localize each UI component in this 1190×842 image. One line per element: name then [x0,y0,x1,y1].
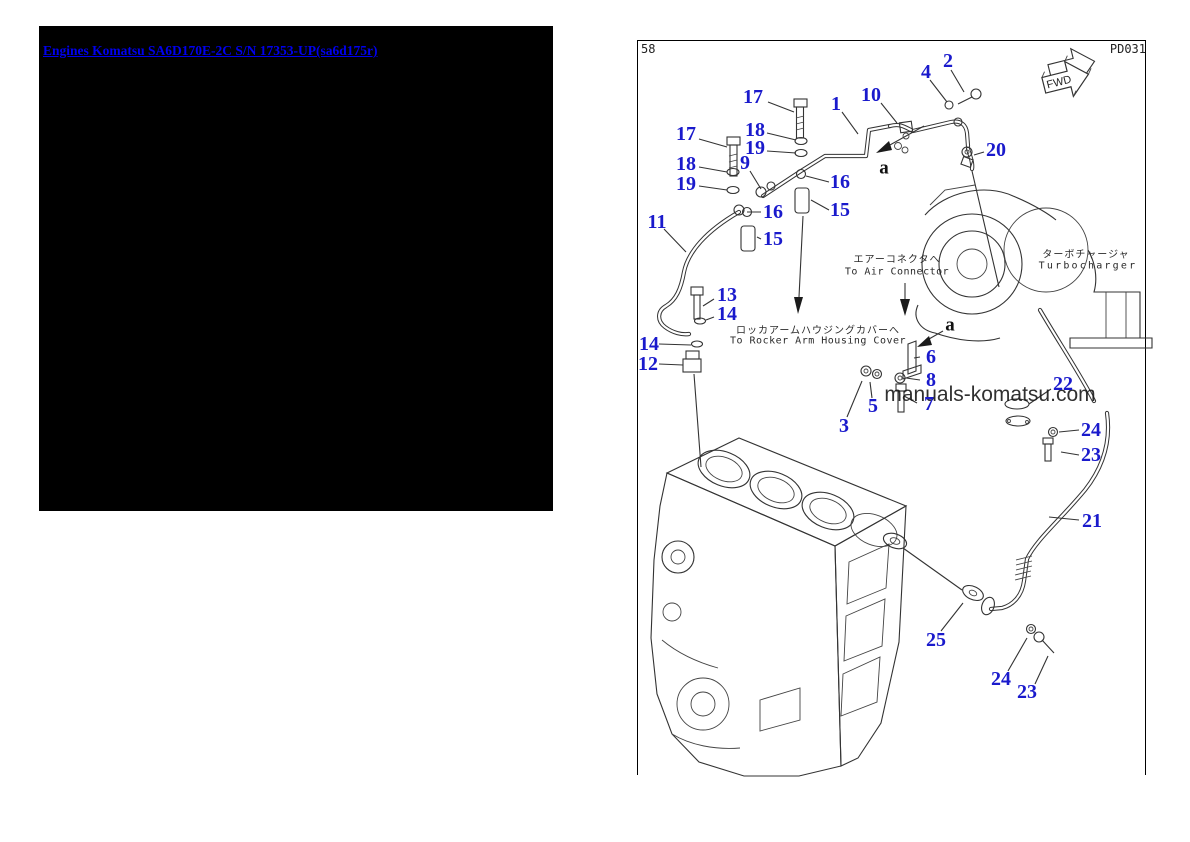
callout-22-28: 22 [1053,373,1073,395]
callout-7-25: 7 [924,393,934,415]
callout-18-5: 18 [745,119,765,141]
air-connector-label-en: To Air Connector [844,266,950,278]
callout-17-0: 17 [743,86,763,108]
rocker-cover-label-jp: ロッカアームハウジングカバーへ [735,325,901,337]
callout-25-32: 25 [926,629,946,651]
callout-17-7: 17 [676,123,696,145]
callout-23-30: 23 [1081,444,1101,466]
callout-19-6: 19 [745,137,765,159]
page-number: 58 [641,42,656,56]
callout-24-29: 24 [1081,419,1101,441]
rocker-cover-label-en: To Rocker Arm Housing Cover [729,335,907,347]
callout-19-9: 19 [676,173,696,195]
watermark: manuals-komatsu.com [884,383,1096,406]
callout-16-11: 16 [830,171,850,193]
air-connector-label-jp: エアーコネクタへ [853,254,941,266]
callout-a-22: a [945,314,955,336]
doc-code: PD031 [1109,42,1146,56]
callout-10-2: 10 [861,84,881,106]
callout-21-31: 21 [1082,510,1102,532]
callout-24-33: 24 [991,668,1011,690]
callout-13-18: 13 [717,284,737,306]
callout-6-23: 6 [926,346,936,368]
preview-panel: Engines Komatsu SA6D170E-2C S/N 17353-UP… [39,26,553,511]
catalog-link[interactable]: Engines Komatsu SA6D170E-2C S/N 17353-UP… [43,43,378,58]
callout-16-13: 16 [763,201,783,223]
callout-18-8: 18 [676,153,696,175]
callout-5-26: 5 [868,395,878,417]
callout-8-24: 8 [926,369,936,391]
turbocharger-label-en: Turbocharger [1038,260,1138,272]
callout-a-17: a [879,157,889,179]
callout-2-3: 2 [943,50,953,72]
turbocharger-label-jp: ターボチャージャ [1042,249,1130,261]
callout-20-16: 20 [986,139,1006,161]
callout-9-10: 9 [740,152,750,174]
callout-23-34: 23 [1017,681,1037,703]
callout-15-12: 15 [830,199,850,221]
callout-12-21: 12 [638,353,658,375]
callout-3-27: 3 [839,415,849,437]
callout-14-20: 14 [639,333,659,355]
callout-15-14: 15 [763,228,783,250]
callout-11-15: 11 [647,211,667,233]
diagram-frame [637,40,1146,775]
callout-1-1: 1 [831,93,841,115]
callout-4-4: 4 [921,61,931,83]
callout-14-19: 14 [717,303,737,325]
